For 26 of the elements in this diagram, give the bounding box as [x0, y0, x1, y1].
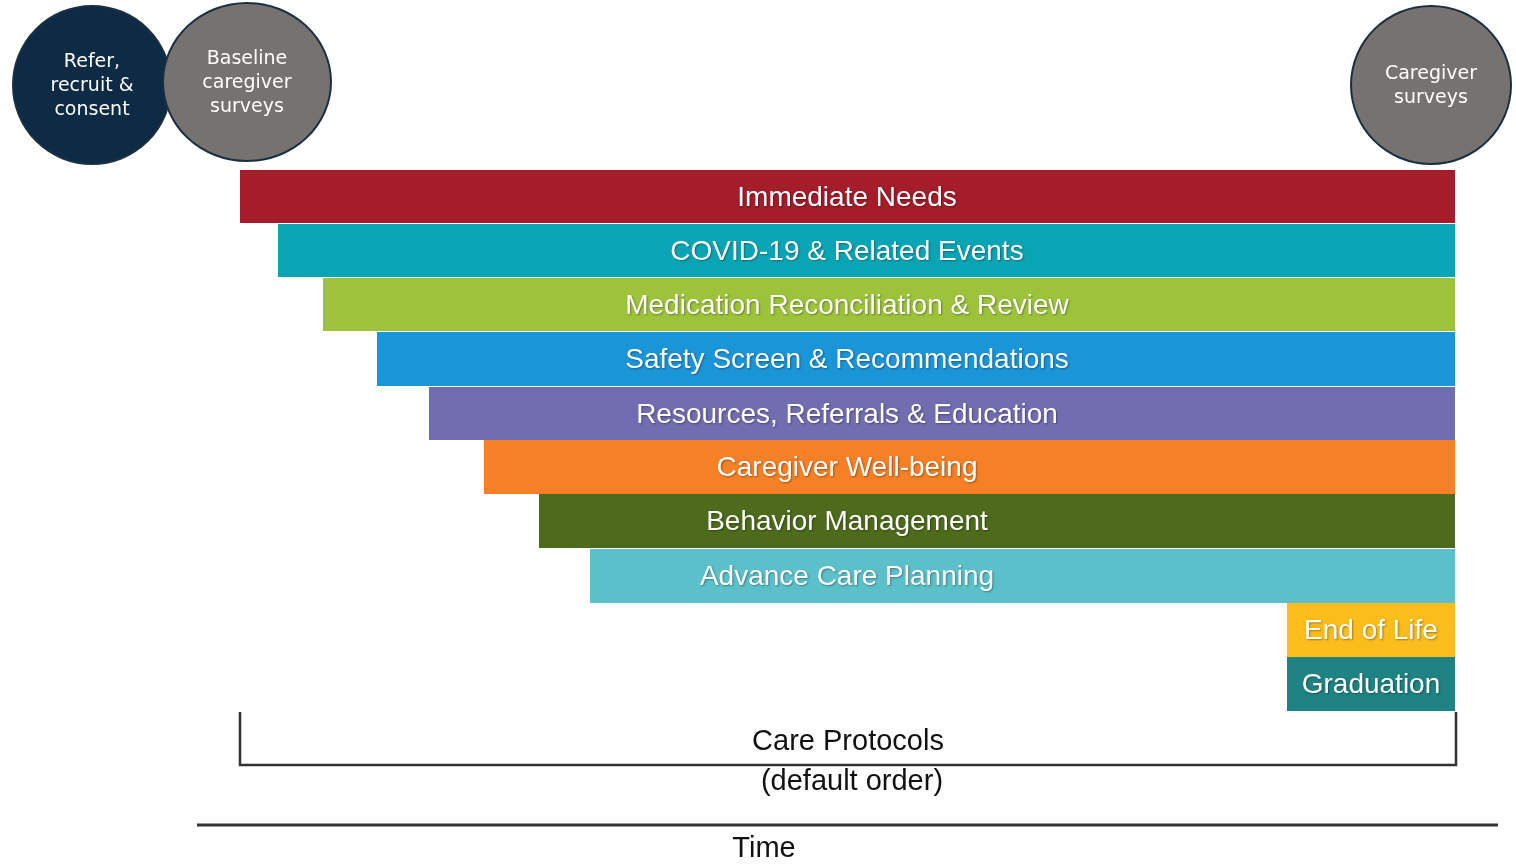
bar-label: Graduation: [1301, 668, 1441, 700]
protocol-bar: [240, 170, 1455, 223]
bar-label: Medication Reconciliation & Review: [625, 288, 1069, 321]
protocol-bar: [323, 278, 1455, 331]
protocol-bar: [1287, 657, 1455, 711]
bar-label: Resources, Referrals & Education: [636, 397, 1058, 430]
bar-label: Safety Screen & Recommendations: [625, 343, 1069, 375]
protocol-bar: [484, 440, 1455, 494]
protocol-bar: [278, 224, 1455, 277]
bar-label: Behavior Management: [706, 505, 988, 537]
bar-label: Caregiver Well-being: [716, 451, 978, 483]
axis-label: Time: [732, 831, 796, 864]
protocol-bar: [429, 387, 1455, 440]
bar-label: COVID-19 & Related Events: [670, 234, 1024, 267]
bar-label: Immediate Needs: [737, 180, 957, 213]
circle-label: Baseline caregiver surveys: [201, 46, 293, 118]
protocol-bar: [539, 494, 1455, 548]
protocol-bar: [1287, 603, 1455, 657]
axis-caption: Care Protocols: [752, 724, 944, 757]
circle-label: Caregiver surveys: [1383, 61, 1479, 109]
protocol-bar: [377, 332, 1455, 386]
bar-label: Advance Care Planning: [699, 560, 995, 592]
bar-label: End of Life: [1304, 614, 1438, 646]
protocol-bar: [590, 549, 1455, 603]
axis-caption: (default order): [760, 764, 944, 797]
circle-label: Refer, recruit & consent: [49, 49, 135, 121]
